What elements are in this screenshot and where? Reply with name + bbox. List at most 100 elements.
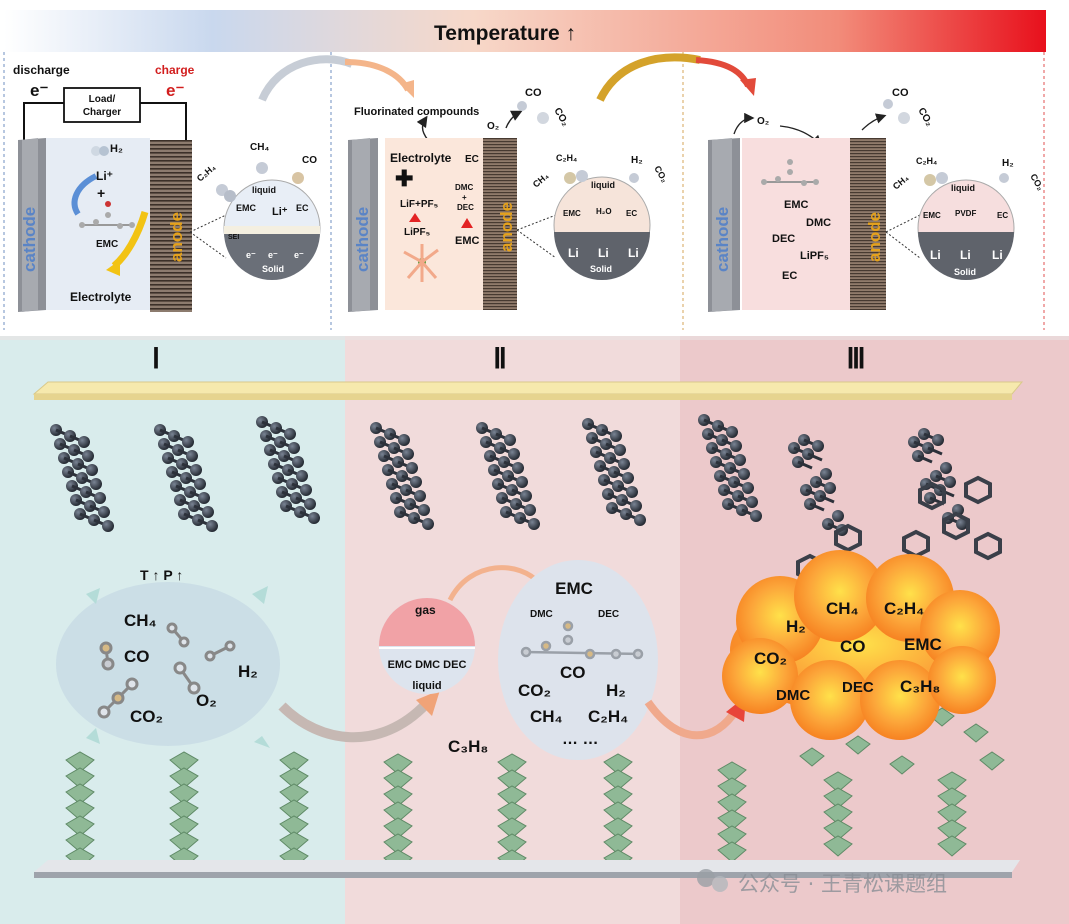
wechat-watermark: 公众号 · 王青松课题组 — [697, 869, 947, 896]
zoom-liquid: liquid — [951, 183, 975, 193]
zoom-liquid: liquid — [591, 180, 615, 190]
stage3-co2: CO₂ — [754, 649, 787, 668]
zoom-c2h4: C₂H₄ — [916, 156, 937, 166]
co-label: CO — [525, 87, 542, 99]
stage-transition-arrow-2 — [644, 699, 740, 740]
o2-label: O₂ — [757, 116, 769, 127]
zoom-li: Li⁺ — [272, 206, 288, 218]
emc-label: EMC — [96, 239, 118, 250]
dec-label: DEC — [772, 233, 795, 245]
stage-1-numeral: Ⅰ — [152, 344, 160, 375]
zoom-co2: CO₂ — [652, 164, 669, 184]
dmc-label: DMC — [455, 183, 473, 192]
crystal-column — [169, 751, 199, 869]
zoom-co2: CO₂ — [1028, 172, 1045, 192]
li-flow-arrow — [71, 173, 98, 216]
zoom-ch4: CH₄ — [250, 142, 269, 153]
crystal-fragment — [799, 747, 825, 767]
zoom-ch4: CH₄ — [891, 173, 911, 192]
evaporation-arrow — [447, 565, 542, 602]
transition-arrow-2 — [596, 53, 701, 102]
zoom-ec: EC — [296, 203, 309, 213]
stage2-co: CO — [560, 663, 586, 682]
emc-molecule-icon — [79, 201, 135, 229]
stage1-h2: H₂ — [238, 662, 258, 681]
li-ion-label: Li⁺ — [96, 169, 113, 183]
gas-molecule-icon — [564, 170, 639, 184]
electrolyte-label: Electrolyte — [70, 290, 132, 304]
ec-label: EC — [465, 154, 479, 165]
stage3-c2h4: C₂H₄ — [884, 599, 924, 618]
electrolyte-label: Electrolyte — [390, 151, 452, 165]
stage3-emc: EMC — [904, 635, 942, 654]
red-arrow-icon — [409, 213, 421, 222]
zoom-solid: Solid — [590, 264, 612, 274]
stage2-dec: DEC — [598, 609, 619, 620]
graphite-sheet — [698, 414, 762, 522]
co2-label: CO₂ — [551, 106, 570, 128]
graphite-sheet — [908, 428, 968, 530]
dmc-label: DMC — [806, 217, 831, 229]
stage2-co2: CO₂ — [518, 681, 551, 700]
crystal-column — [497, 753, 527, 871]
charger-label: Charger — [83, 107, 121, 118]
zoom-e2: e⁻ — [268, 250, 278, 260]
stage1-o2: O₂ — [196, 691, 217, 710]
stage2-c3h8: C₃H₈ — [448, 737, 488, 756]
zoom-emc: EMC — [563, 209, 581, 218]
fluorinated-label: Fluorinated compounds — [354, 106, 479, 118]
lipf5-label: LiPF₅ — [404, 227, 431, 238]
red-arrow-icon — [461, 218, 473, 228]
stage2-c2h4: C₂H₄ — [588, 707, 628, 726]
emc-label: EMC — [455, 235, 480, 247]
zoom-ch4: CH₄ — [531, 171, 551, 190]
plus-small: + — [462, 193, 467, 202]
gas-liquid-circle — [379, 598, 475, 694]
plus-sign: ✚ — [395, 166, 413, 191]
stage-transition-arrow-1 — [278, 700, 430, 743]
cathode-crystal-columns — [65, 707, 1005, 871]
electrolyte-region — [742, 138, 850, 310]
graphite-sheet — [582, 418, 646, 526]
cathode-label: cathode — [20, 207, 39, 272]
graphite-layers — [50, 414, 968, 536]
stage2-dots: … … — [562, 731, 598, 748]
electron-label-left: e⁻ — [30, 81, 48, 100]
gas-molecule-icon — [883, 99, 910, 124]
graphite-sheet — [476, 422, 540, 530]
load-charger-box — [63, 87, 141, 123]
graphite-sheet — [370, 422, 434, 530]
zoom-pvdf: PVDF — [955, 209, 976, 218]
anode-plate — [850, 138, 886, 310]
temperature-pressure-label: T ↑ P ↑ — [140, 567, 183, 583]
watermark-text: 公众号 · 王青松课题组 — [738, 872, 947, 896]
current-collector-plate — [34, 860, 1020, 872]
transition-arrow-1 — [258, 55, 354, 102]
anode-label: anode — [497, 202, 516, 252]
liquid-label: liquid — [412, 680, 441, 692]
graphite-sheet — [50, 424, 114, 532]
zoom-h2o: H₂O — [596, 207, 612, 216]
crystal-fragment — [845, 735, 871, 755]
load-label: Load/ — [89, 94, 116, 105]
zoom-li2: Li — [960, 248, 971, 262]
separator-plate — [32, 381, 1024, 395]
stage2-dmc: DMC — [530, 609, 553, 620]
temperature-title: Temperature ↑ — [434, 22, 576, 45]
crystal-column — [717, 761, 747, 863]
graphite-sheet — [154, 424, 218, 532]
zoom-co: CO — [302, 155, 317, 166]
gas-molecule-icon — [924, 172, 1009, 186]
zoom-solid: Solid — [954, 267, 976, 277]
o2-label: O₂ — [487, 121, 499, 132]
stage3-h2: H₂ — [786, 617, 806, 636]
crystal-fragment — [979, 751, 1005, 771]
anode-plate — [483, 138, 517, 310]
stage3-ch4: CH₄ — [826, 599, 859, 618]
plus-sign: + — [97, 185, 105, 201]
stage-2-gas-bubble — [498, 560, 658, 760]
co2-label: CO₂ — [915, 106, 934, 128]
zoom-ec: EC — [997, 211, 1008, 220]
panel-1-normal-cell: discharge charge e⁻ e⁻ Load/ Charger cat… — [13, 63, 321, 312]
stage3-dmc: DMC — [776, 687, 810, 704]
